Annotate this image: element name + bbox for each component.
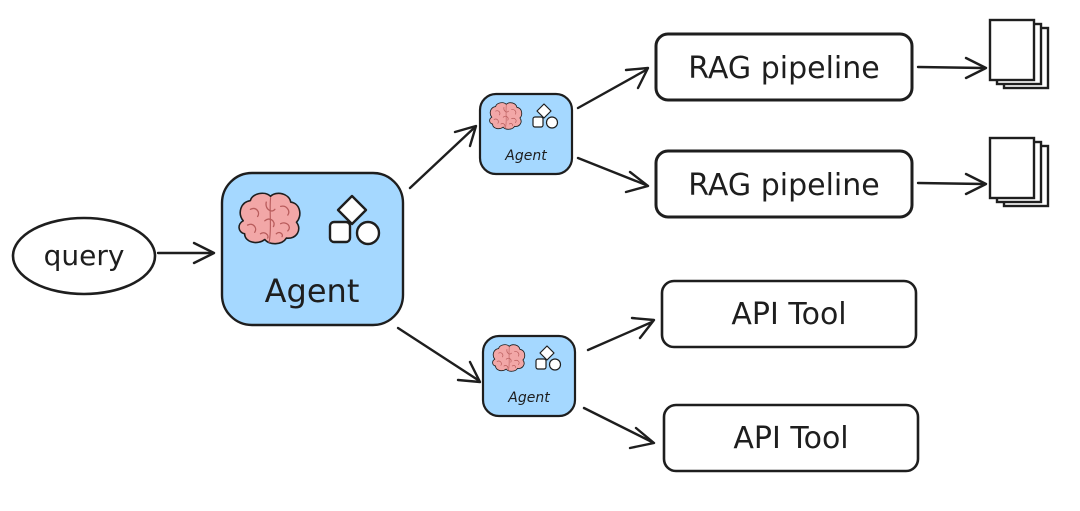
arrow-subagent-bottom-to-api-1 <box>586 316 656 352</box>
arrow-agent-to-subagent-bottom <box>396 326 482 384</box>
arrow-query-to-agent <box>156 241 216 265</box>
tool-label: RAG pipeline <box>688 51 879 86</box>
tool-box-rag-1: RAG pipeline <box>654 32 914 102</box>
arrow-rag-2-to-documents <box>916 172 988 196</box>
tool-box-api-2: API Tool <box>662 403 920 473</box>
arrow-subagent-top-to-rag-1 <box>576 66 650 110</box>
tool-label: RAG pipeline <box>688 168 879 203</box>
arrows <box>156 56 988 450</box>
brain-icon <box>489 102 523 130</box>
arrow-subagent-top-to-rag-2 <box>576 156 650 194</box>
arrow-subagent-bottom-to-api-2 <box>582 406 656 450</box>
query-node: query <box>11 216 157 296</box>
tool-label: API Tool <box>733 421 848 456</box>
sub-agent-bottom-node: Agent <box>481 334 577 418</box>
document-stack-icon <box>988 136 1050 208</box>
query-label: query <box>44 239 125 272</box>
sub-agent-top-label: Agent <box>504 148 547 164</box>
tool-label: API Tool <box>731 297 846 332</box>
main-agent-node: Agent <box>220 171 405 327</box>
arrow-rag-1-to-documents <box>916 56 988 80</box>
main-agent-label: Agent <box>265 272 360 310</box>
brain-icon <box>238 192 301 245</box>
brain-icon <box>492 344 526 372</box>
sub-agent-bottom-label: Agent <box>507 390 550 406</box>
document-stack-icon <box>988 18 1050 90</box>
arrow-agent-to-subagent-top <box>408 124 478 190</box>
tool-box-rag-2: RAG pipeline <box>654 149 914 219</box>
sub-agent-top-node: Agent <box>478 92 574 176</box>
tool-box-api-1: API Tool <box>660 279 918 349</box>
